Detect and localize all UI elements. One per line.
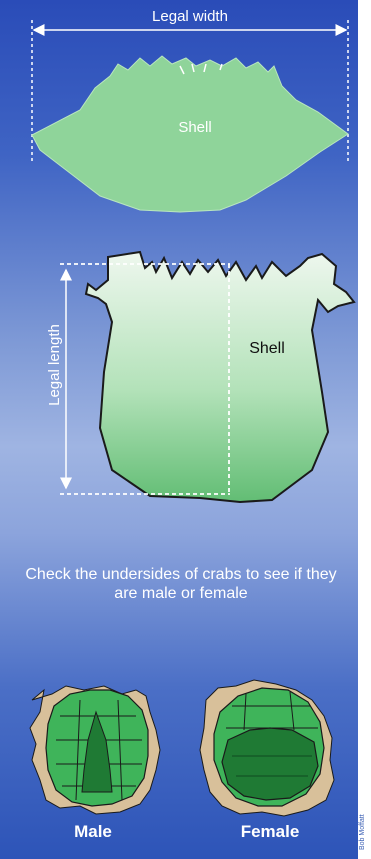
diagram-panel: Legal width Shell Shell Legal length Che… bbox=[0, 0, 358, 859]
photo-credit: Bob Moffatt bbox=[359, 814, 366, 850]
female-crab-illustration bbox=[200, 680, 334, 816]
male-label: Male bbox=[58, 822, 128, 842]
female-label: Female bbox=[225, 822, 315, 842]
right-margin-strip bbox=[358, 0, 371, 859]
male-crab-illustration bbox=[30, 686, 160, 814]
instructions-text: Check the undersides of crabs to see if … bbox=[25, 565, 337, 603]
top-shell-label: Shell bbox=[165, 119, 225, 136]
legal-length-label: Legal length bbox=[46, 295, 63, 435]
body-shell-label: Shell bbox=[237, 340, 297, 358]
legal-width-label: Legal width bbox=[120, 8, 260, 25]
body-shell-shape bbox=[86, 252, 354, 502]
